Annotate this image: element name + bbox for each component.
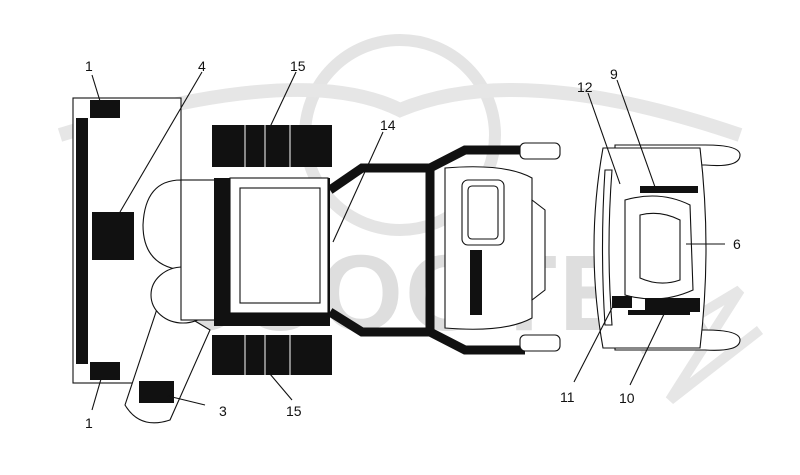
callout-9: 9 xyxy=(610,66,618,82)
rear-wheel-top xyxy=(212,125,332,167)
callout-labels: 1 1 3 4 6 9 10 11 12 14 15 15 xyxy=(85,58,741,431)
callout-6: 6 xyxy=(733,236,741,252)
rear-seat-back xyxy=(142,179,182,271)
decal-1-top xyxy=(90,100,120,118)
callout-4: 4 xyxy=(198,58,206,74)
seat-cushion xyxy=(239,187,321,304)
center-section xyxy=(180,125,332,375)
dash-decal-strip xyxy=(470,250,482,315)
decal-4 xyxy=(92,212,134,260)
callout-3: 3 xyxy=(219,403,227,419)
callout-10: 10 xyxy=(619,390,635,406)
front-view xyxy=(593,144,741,351)
callout-11: 11 xyxy=(560,389,575,405)
callout-15-top: 15 xyxy=(290,58,306,74)
callout-15-bottom: 15 xyxy=(286,403,302,419)
decal-10 xyxy=(645,298,700,312)
callout-1-bottom: 1 xyxy=(85,415,93,431)
callout-14: 14 xyxy=(380,117,396,133)
decal-1-bottom xyxy=(90,362,120,380)
rear-wheel-bottom xyxy=(212,335,332,375)
hood-inner xyxy=(639,212,681,284)
decal-11 xyxy=(612,296,632,308)
decal-9 xyxy=(640,186,698,193)
front-handle-bottom xyxy=(519,334,561,352)
decal-10-lower xyxy=(628,310,690,315)
cowl-nose xyxy=(531,198,546,302)
body-trim-left xyxy=(601,169,613,326)
leader-lines xyxy=(91,71,725,411)
frame xyxy=(327,142,561,355)
callout-1-top: 1 xyxy=(85,58,93,74)
front-cowl xyxy=(444,166,546,330)
decal-3 xyxy=(139,381,174,403)
callout-12: 12 xyxy=(577,79,593,95)
dash-display-inner xyxy=(467,185,499,240)
rear-bumper-strip xyxy=(76,118,88,364)
front-handle-top xyxy=(519,142,561,160)
